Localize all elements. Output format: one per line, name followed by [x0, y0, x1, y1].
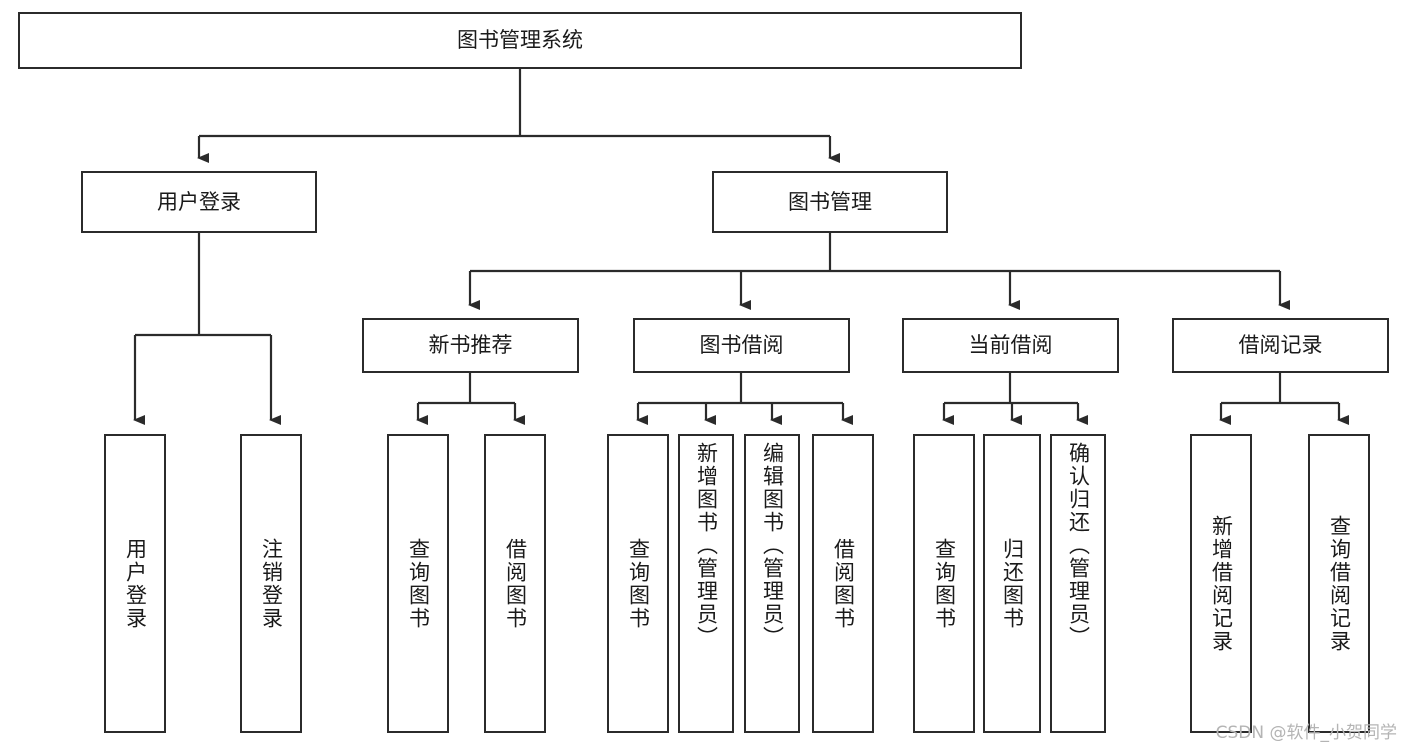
node-label: 注销登录	[259, 537, 284, 630]
node-leaf-query-borrow-record[interactable]: 查询借阅记录	[1308, 434, 1370, 733]
node-root-system[interactable]: 图书管理系统	[18, 12, 1022, 69]
node-label: 图书管理系统	[457, 28, 583, 53]
node-label: 图书借阅	[699, 333, 784, 358]
node-label: 当前借阅	[968, 333, 1053, 358]
node-leaf-query-book-rec[interactable]: 查询图书	[387, 434, 449, 733]
edge-new-book-rec-to-leaves	[416, 373, 525, 425]
node-label: 查询图书	[626, 537, 651, 630]
node-label: 新增借阅记录	[1209, 514, 1234, 653]
node-leaf-add-book-admin[interactable]: 新增图书（管理员）	[678, 434, 734, 733]
edge-book-mgmt-to-level3	[468, 233, 1290, 310]
node-leaf-query-book-borrow[interactable]: 查询图书	[607, 434, 669, 733]
node-label: 借阅图书	[503, 537, 528, 630]
csdn-watermark: CSDN @软件_小贺同学	[1215, 723, 1397, 743]
node-leaf-edit-book-admin[interactable]: 编辑图书（管理员）	[744, 434, 800, 733]
node-label: 用户登录	[123, 537, 148, 630]
edge-user-login-to-leaves	[133, 233, 281, 425]
node-label: 查询借阅记录	[1327, 514, 1352, 653]
node-user-login[interactable]: 用户登录	[81, 171, 317, 233]
edge-root-to-level2	[197, 69, 840, 163]
node-borrow-record[interactable]: 借阅记录	[1172, 318, 1389, 373]
node-new-book-recommend[interactable]: 新书推荐	[362, 318, 579, 373]
node-leaf-add-borrow-record[interactable]: 新增借阅记录	[1190, 434, 1252, 733]
node-label: 新书推荐	[428, 333, 513, 358]
node-leaf-user-login[interactable]: 用户登录	[104, 434, 166, 733]
edge-borrow-record-to-leaves	[1219, 373, 1349, 425]
node-leaf-query-book-current[interactable]: 查询图书	[913, 434, 975, 733]
node-label: 归还图书	[1000, 537, 1025, 630]
node-current-borrow[interactable]: 当前借阅	[902, 318, 1119, 373]
node-leaf-logout[interactable]: 注销登录	[240, 434, 302, 733]
node-label: 图书管理	[788, 189, 872, 214]
node-label: 借阅图书	[831, 537, 856, 630]
node-leaf-borrow-book-rec[interactable]: 借阅图书	[484, 434, 546, 733]
node-leaf-return-book[interactable]: 归还图书	[983, 434, 1041, 733]
node-label: 用户登录	[157, 189, 241, 214]
node-book-management[interactable]: 图书管理	[712, 171, 948, 233]
node-leaf-confirm-return-admin[interactable]: 确认归还（管理员）	[1050, 434, 1106, 733]
node-label: 查询图书	[932, 537, 957, 630]
node-book-borrow[interactable]: 图书借阅	[633, 318, 850, 373]
node-label: 确认归还（管理员）	[1066, 442, 1091, 649]
node-label: 借阅记录	[1238, 333, 1323, 358]
edge-book-borrow-to-leaves	[636, 373, 853, 425]
node-leaf-borrow-book[interactable]: 借阅图书	[812, 434, 874, 733]
node-label: 新增图书（管理员）	[694, 442, 719, 649]
node-label: 查询图书	[406, 537, 431, 630]
node-label: 编辑图书（管理员）	[760, 442, 785, 649]
edge-current-borrow-to-leaves	[942, 373, 1088, 425]
